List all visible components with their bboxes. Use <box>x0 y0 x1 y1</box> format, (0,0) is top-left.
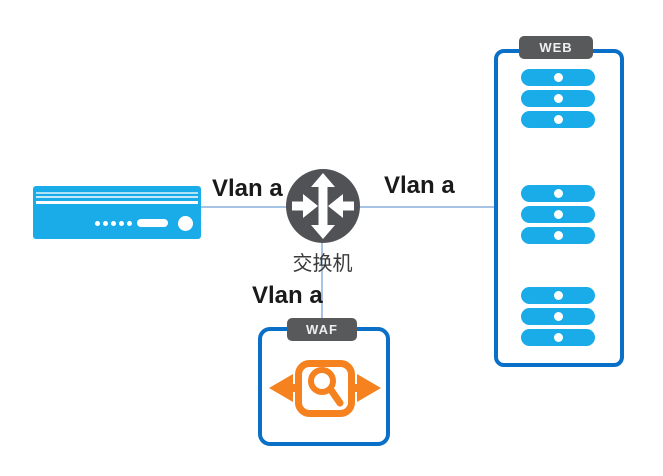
server-node <box>521 287 595 304</box>
switch-icon <box>286 169 360 243</box>
server-node <box>521 308 595 325</box>
appliance-stripe <box>36 201 198 204</box>
appliance-power-button <box>178 216 193 231</box>
server-node <box>521 90 595 107</box>
appliance-node <box>33 186 201 239</box>
appliance-stripe <box>36 196 198 198</box>
vlan-label-bottom: Vlan a <box>252 282 323 309</box>
server-stack <box>521 287 595 346</box>
server-node <box>521 329 595 346</box>
appliance-slot <box>137 219 168 227</box>
server-node <box>521 185 595 202</box>
server-node <box>521 69 595 86</box>
appliance-stripe <box>36 192 198 194</box>
waf-tag: WAF <box>287 318 357 341</box>
server-node <box>521 227 595 244</box>
server-stack <box>521 185 595 244</box>
server-node <box>521 111 595 128</box>
web-group-tag: WEB <box>519 36 593 59</box>
switch-label: 交换机 <box>292 253 353 275</box>
vlan-label-left: Vlan a <box>212 175 283 202</box>
appliance-led-dots <box>95 221 132 226</box>
waf-inspection-icon <box>269 360 381 417</box>
server-node <box>521 206 595 223</box>
link-appliance-to-switch <box>200 206 288 208</box>
link-switch-to-web <box>357 206 496 208</box>
web-server-group <box>494 49 624 367</box>
link-switch-to-waf <box>321 242 323 319</box>
vlan-label-right: Vlan a <box>384 172 455 199</box>
server-stack <box>521 69 595 128</box>
